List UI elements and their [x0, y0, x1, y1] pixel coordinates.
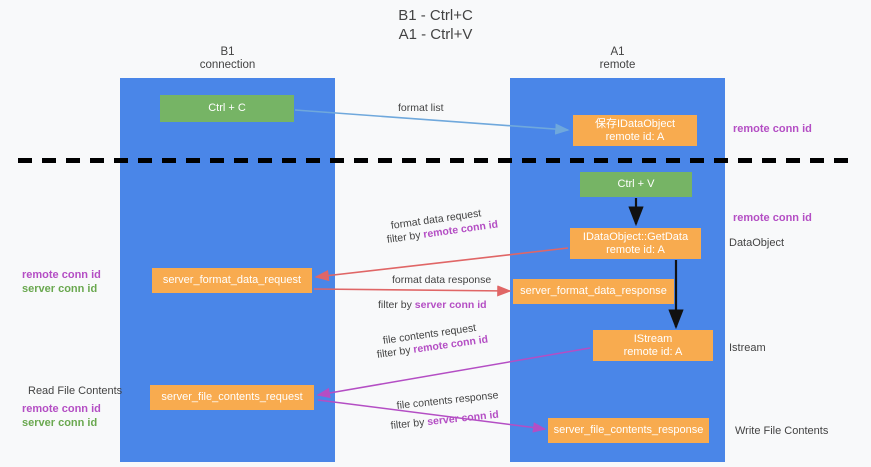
node-server-format-data-response-label: server_format_data_response	[520, 285, 667, 297]
node-server-file-contents-response-label: server_file_contents_response	[553, 424, 704, 436]
filter-key-server-conn-id: server conn id	[426, 408, 500, 429]
annotation-text: Read File Contents	[28, 385, 123, 397]
annotation-remote-conn-id: remote conn id	[22, 403, 101, 415]
annotation-right-remote-conn-mid: remote conn id	[733, 211, 812, 225]
node-istream-label: IStream	[633, 332, 673, 345]
lane-header-b1: B1 connection	[120, 46, 335, 72]
filter-prefix: filter by	[386, 228, 425, 246]
node-ctrl-c-label: Ctrl + C	[208, 102, 246, 114]
node-server-file-contents-response[interactable]: server_file_contents_response	[548, 418, 709, 443]
title-line-1: B1 - Ctrl+C	[398, 7, 473, 24]
node-istream[interactable]: IStream remote id: A	[593, 330, 713, 361]
annotation-left-read-file-contents: Read File Contents	[28, 384, 122, 398]
annotation-right-write-file-contents: Write File Contents	[735, 424, 828, 438]
label-format-list: format list	[398, 101, 444, 115]
node-getdata-sub: remote id: A	[606, 243, 665, 256]
annotation-text: DataObject	[729, 237, 785, 249]
node-server-format-data-request-label: server_format_data_request	[162, 274, 302, 286]
annotation-left-conn-ids-2: remote conn id server conn id	[22, 402, 101, 430]
node-server-file-contents-request-label: server_file_contents_request	[161, 391, 303, 403]
node-ctrl-v[interactable]: Ctrl + V	[580, 172, 692, 197]
node-idataobject[interactable]: 保存IDataObject remote id: A	[573, 115, 697, 146]
node-idataobject-sub: remote id: A	[605, 130, 665, 143]
annotation-right-istream: Istream	[729, 341, 766, 355]
arrow-format-data-response	[313, 285, 512, 297]
node-getdata[interactable]: IDataObject::GetData remote id: A	[570, 228, 701, 259]
label-format-data-response-filter: filter by server conn id	[378, 298, 487, 312]
filter-key-server-conn-id: server conn id	[414, 299, 487, 311]
node-istream-sub: remote id: A	[623, 345, 683, 358]
node-ctrl-c[interactable]: Ctrl + C	[160, 95, 294, 122]
node-getdata-label: IDataObject::GetData	[582, 230, 689, 243]
lane-header-b1-name: B1	[220, 46, 235, 58]
annotation-server-conn-id: server conn id	[22, 283, 98, 295]
lane-header-a1-role: remote	[599, 59, 636, 71]
lane-header-a1-name: A1	[610, 46, 625, 58]
annotation-text: remote conn id	[733, 212, 812, 224]
phase-divider	[18, 158, 853, 163]
annotation-server-conn-id: server conn id	[22, 417, 98, 429]
annotation-left-conn-ids: remote conn id server conn id	[22, 268, 101, 296]
annotation-right-dataobject: DataObject	[729, 236, 784, 250]
filter-prefix: filter by	[390, 416, 428, 432]
label-format-data-response-text: format data response	[392, 274, 492, 286]
label-format-data-response: format data response	[392, 273, 491, 287]
diagram-title: B1 - Ctrl+C A1 - Ctrl+V	[0, 6, 871, 44]
node-server-format-data-response[interactable]: server_format_data_response	[513, 279, 674, 304]
annotation-text: Istream	[729, 342, 766, 354]
node-server-file-contents-request[interactable]: server_file_contents_request	[150, 385, 314, 410]
annotation-remote-conn-id: remote conn id	[22, 269, 101, 281]
label-format-list-text: format list	[398, 102, 444, 114]
annotation-right-remote-conn-top: remote conn id	[733, 122, 812, 136]
filter-prefix: filter by	[378, 299, 415, 311]
lane-header-b1-role: connection	[199, 59, 256, 71]
filter-prefix: filter by	[376, 343, 415, 361]
title-line-2: A1 - Ctrl+V	[398, 26, 473, 43]
node-idataobject-label: 保存IDataObject	[594, 117, 676, 130]
annotation-text: remote conn id	[733, 123, 812, 135]
annotation-text: Write File Contents	[735, 425, 829, 437]
node-ctrl-v-label: Ctrl + V	[617, 178, 655, 190]
node-server-format-data-request[interactable]: server_format_data_request	[152, 268, 312, 293]
lane-header-a1: A1 remote	[510, 46, 725, 72]
